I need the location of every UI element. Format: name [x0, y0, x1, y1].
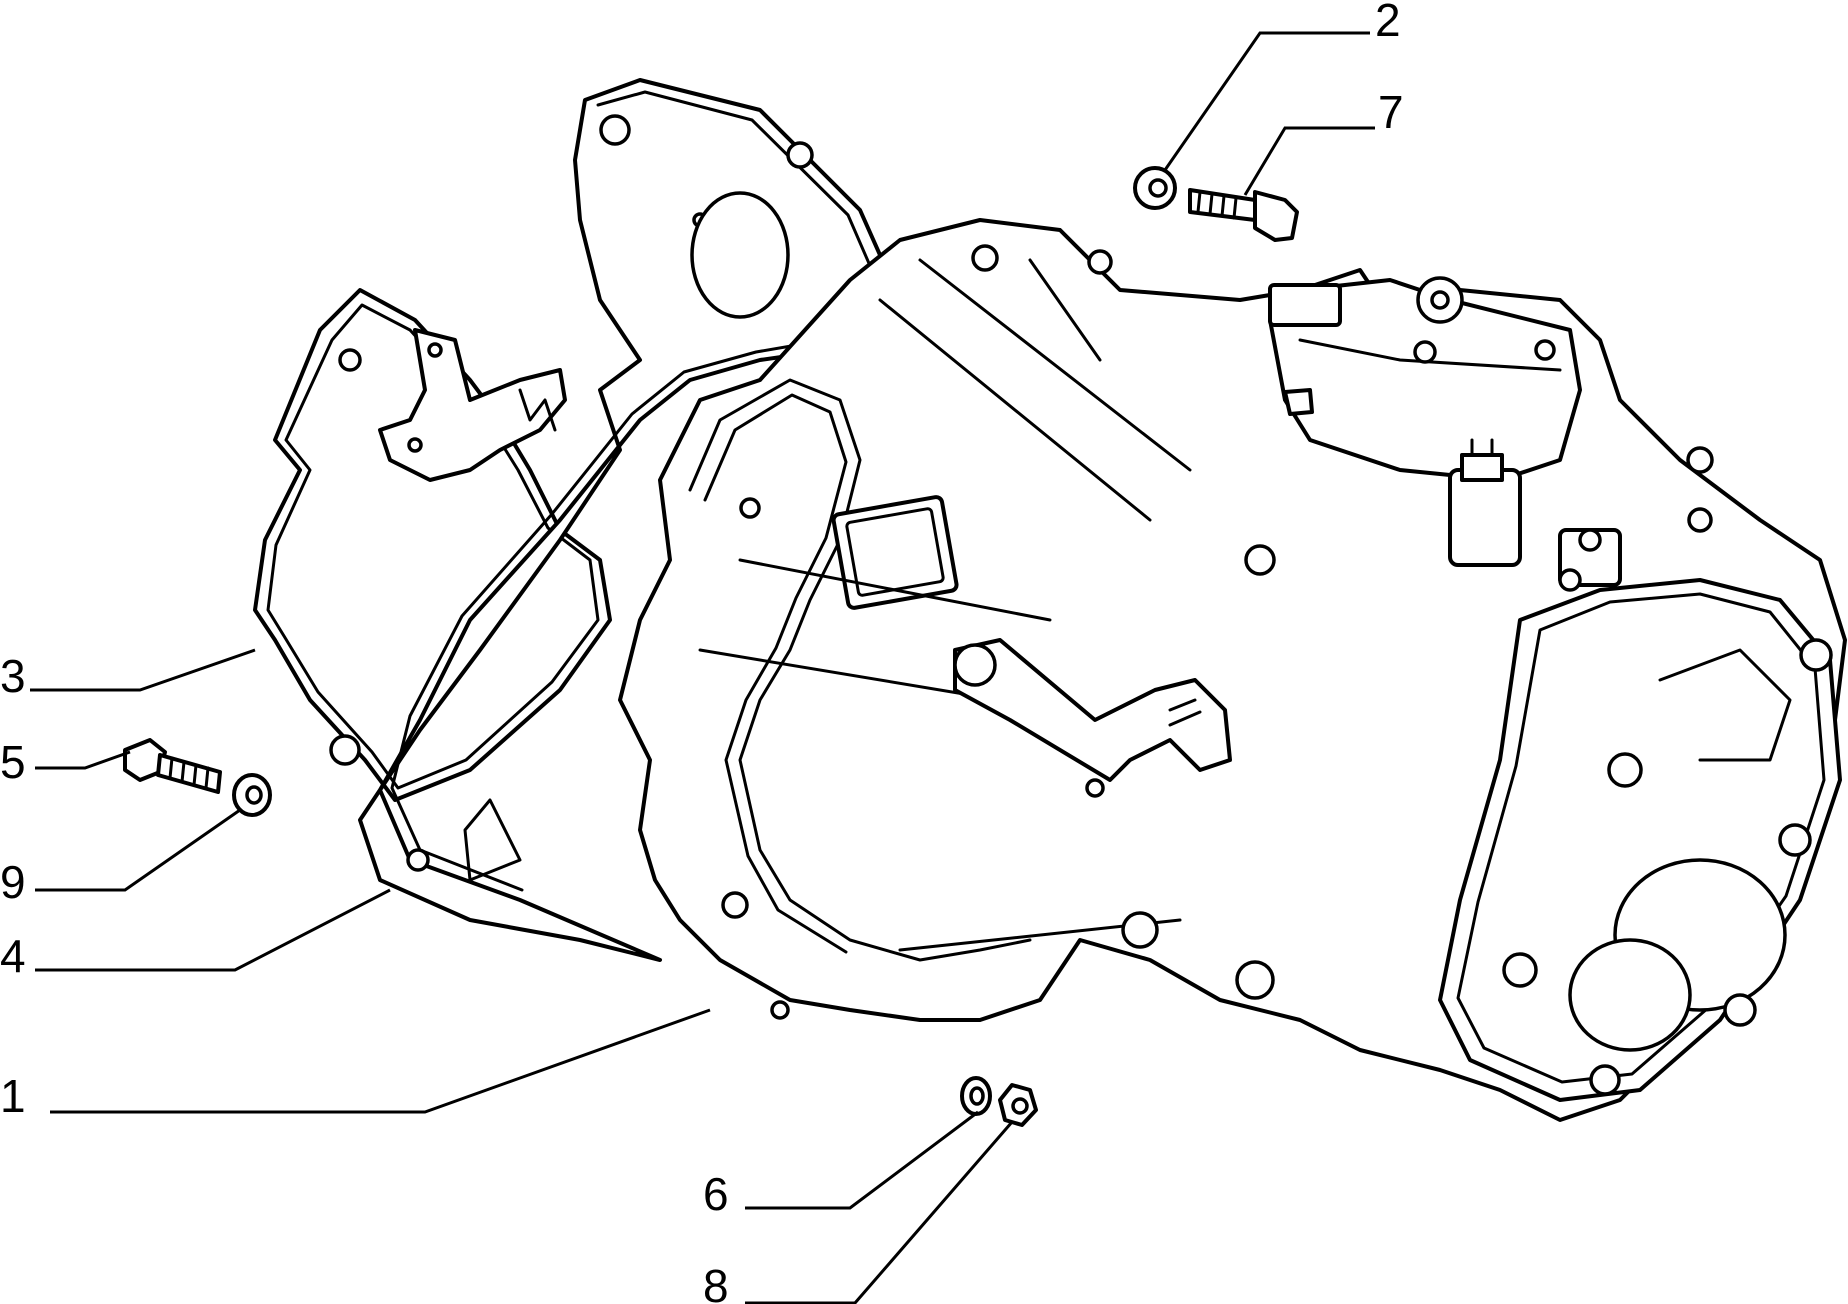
leader-7: [1243, 126, 1375, 196]
leader-lines: [30, 31, 1375, 1304]
callout-9: 9: [0, 856, 26, 908]
callout-labels: 1 2 3 4 5 6 7 8 9: [0, 0, 1404, 1304]
leader-6: [745, 1110, 979, 1210]
gearbox-housing-part-1: [618, 218, 1847, 1122]
callout-7: 7: [1378, 86, 1404, 138]
bolt-part-7: [1188, 188, 1299, 242]
callout-3: 3: [0, 650, 26, 702]
nut-part-8: [998, 1083, 1038, 1127]
callout-5: 5: [0, 736, 26, 788]
leader-8: [745, 1121, 1014, 1304]
lock-washer-part-2: [1133, 166, 1177, 210]
washer-part-6: [960, 1076, 992, 1116]
leader-2: [1163, 31, 1370, 171]
bolt-part-5: [123, 738, 222, 794]
callout-6: 6: [703, 1168, 729, 1220]
leader-3: [30, 648, 256, 692]
lock-washer-part-9: [232, 773, 272, 817]
plate-bracket: [378, 328, 567, 482]
callout-4: 4: [0, 930, 26, 982]
callout-2: 2: [1375, 0, 1401, 46]
callout-8: 8: [703, 1260, 729, 1304]
leader-4: [35, 888, 391, 972]
leader-1: [50, 1008, 711, 1114]
leader-5: [35, 750, 131, 770]
leader-9: [35, 808, 241, 892]
callout-1: 1: [0, 1070, 26, 1122]
